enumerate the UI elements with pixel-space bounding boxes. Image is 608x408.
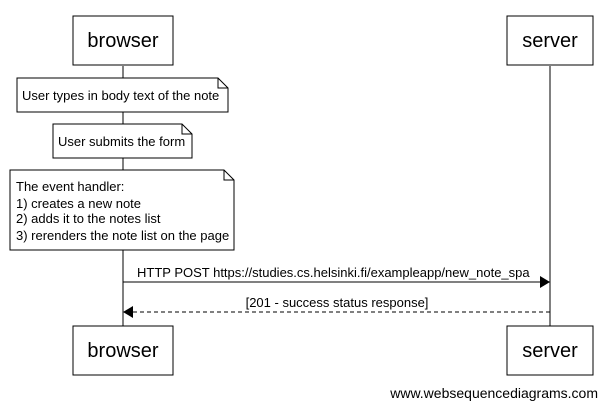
- browser-participant-top-label: browser: [87, 30, 158, 52]
- browser-participant-bottom-label: browser: [87, 340, 158, 362]
- message-response: [201 - success status response]: [123, 295, 550, 318]
- note-user-submits-text: User submits the form: [58, 134, 185, 149]
- footer-watermark: www.websequencediagrams.com: [389, 385, 598, 401]
- note-event-handler-line-2: 1) creates a new note: [16, 196, 141, 211]
- message-http-post-label: HTTP POST https://studies.cs.helsinki.fi…: [137, 265, 530, 280]
- note-event-handler-line-4: 3) rerenders the note list on the page: [16, 228, 229, 243]
- note-event-handler-line-1: The event handler:: [16, 179, 124, 194]
- note-user-submits: User submits the form: [52, 123, 193, 159]
- message-http-post: HTTP POST https://studies.cs.helsinki.fi…: [123, 265, 550, 288]
- browser-participant-bottom: browser: [72, 325, 174, 376]
- note-event-handler-line-3: 2) adds it to the notes list: [16, 211, 161, 226]
- server-participant-top: server: [506, 15, 594, 66]
- server-participant-bottom-label: server: [522, 340, 578, 362]
- browser-participant-top: browser: [72, 15, 174, 66]
- note-user-types-text: User types in body text of the note: [22, 88, 219, 103]
- server-participant-bottom: server: [506, 325, 594, 376]
- server-participant-top-label: server: [522, 30, 578, 52]
- note-user-types: User types in body text of the note: [16, 77, 229, 113]
- message-response-label: [201 - success status response]: [246, 295, 429, 310]
- note-event-handler: The event handler: 1) creates a new note…: [9, 169, 235, 251]
